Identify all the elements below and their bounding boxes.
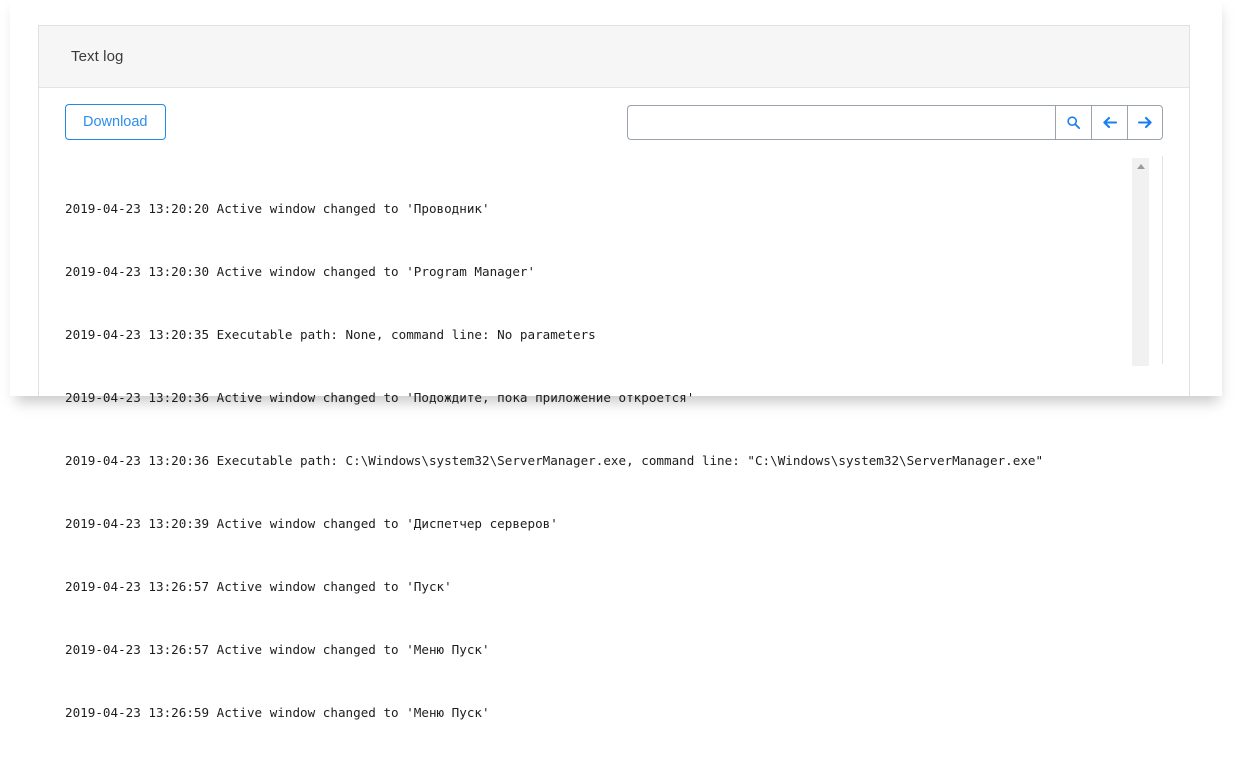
- log-content: 2019-04-23 13:20:20 Active window change…: [65, 156, 1117, 765]
- log-line: 2019-04-23 13:20:36 Executable path: C:\…: [65, 453, 1044, 468]
- arrow-left-icon: [1102, 115, 1118, 130]
- download-button[interactable]: Download: [65, 104, 166, 140]
- log-line: 2019-04-23 13:26:57 Active window change…: [65, 579, 452, 594]
- log-line: 2019-04-23 13:20:35 Executable path: Non…: [65, 327, 596, 342]
- card-header: Text log: [39, 26, 1189, 88]
- log-line: 2019-04-23 13:20:30 Active window change…: [65, 264, 536, 279]
- page-sheet: Text log Download: [10, 0, 1223, 720]
- log-line: 2019-04-23 13:20:36 Active window change…: [65, 390, 695, 405]
- log-line: 2019-04-23 13:20:39 Active window change…: [65, 516, 558, 531]
- next-match-button[interactable]: [1127, 105, 1163, 140]
- log-right-divider: [1162, 156, 1163, 364]
- log-line: 2019-04-23 13:26:59 Active window change…: [65, 705, 490, 720]
- log-line: 2019-04-23 13:20:20 Active window change…: [65, 201, 490, 216]
- log-area: 2019-04-23 13:20:20 Active window change…: [65, 156, 1163, 720]
- search-icon: [1066, 115, 1081, 130]
- arrow-right-icon: [1137, 115, 1153, 130]
- page-title: Text log: [71, 48, 124, 65]
- card-body: Download: [39, 88, 1189, 720]
- search-group: [627, 105, 1163, 140]
- log-line: 2019-04-23 13:26:57 Active window change…: [65, 642, 490, 657]
- search-button[interactable]: [1055, 105, 1091, 140]
- search-input[interactable]: [627, 105, 1055, 140]
- scroll-up-arrow-icon[interactable]: [1132, 158, 1149, 175]
- page-surface: Text log Download: [10, 0, 1222, 720]
- log-scrollbar[interactable]: [1132, 158, 1149, 366]
- toolbar: Download: [39, 88, 1189, 156]
- previous-match-button[interactable]: [1091, 105, 1127, 140]
- text-log-card: Text log Download: [38, 25, 1190, 720]
